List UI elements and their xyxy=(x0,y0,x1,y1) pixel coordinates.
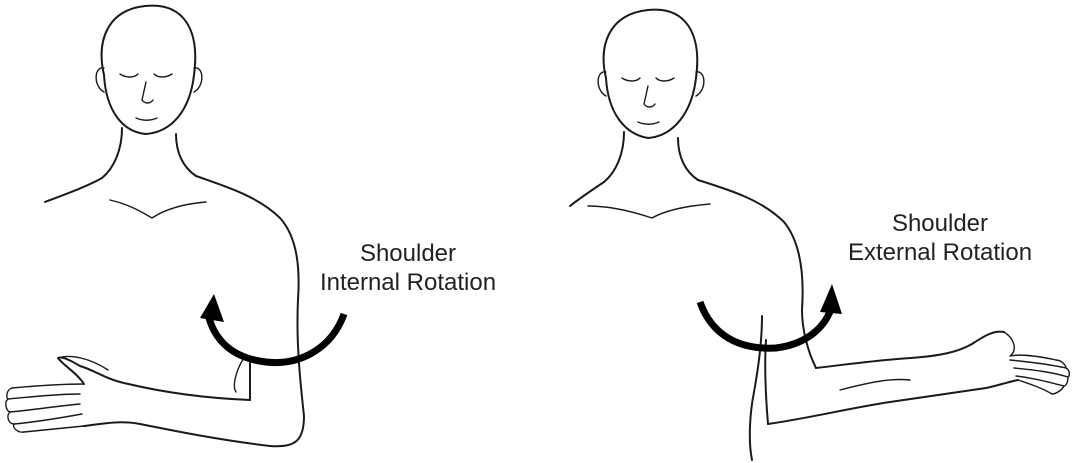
neck-left xyxy=(102,128,122,178)
right-shoulder xyxy=(196,176,299,300)
clavicles xyxy=(110,200,206,218)
internal-rotation-label: Shoulder Internal Rotation xyxy=(308,239,508,297)
left-shoulder xyxy=(45,178,102,202)
external-rotation-arrow xyxy=(700,284,842,348)
internal-label-line2: Internal Rotation xyxy=(308,268,508,297)
internal-rotation-arrow xyxy=(200,294,344,363)
left-shoulder xyxy=(570,182,604,206)
external-label-line2: External Rotation xyxy=(830,238,1050,267)
clavicles xyxy=(588,204,710,218)
torso-side xyxy=(750,316,762,460)
neck-right xyxy=(176,134,196,176)
external-rotation-label: Shoulder External Rotation xyxy=(830,209,1050,267)
neck-right xyxy=(678,138,698,180)
external-rotation-panel: Shoulder External Rotation xyxy=(540,0,1079,463)
internal-rotation-panel: Shoulder Internal Rotation xyxy=(0,0,540,463)
internal-rotation-figure xyxy=(0,0,540,463)
upper-arm-outer xyxy=(270,300,304,446)
external-label-line1: Shoulder xyxy=(830,209,1050,238)
internal-label-line1: Shoulder xyxy=(308,239,508,268)
right-shoulder xyxy=(698,180,803,310)
head xyxy=(96,6,202,134)
head xyxy=(598,10,704,138)
forearm-hand xyxy=(6,357,270,447)
upper-arm-inner xyxy=(765,340,768,424)
armpit xyxy=(234,358,244,392)
neck-left xyxy=(604,132,624,182)
forearm-hand xyxy=(768,332,1069,424)
